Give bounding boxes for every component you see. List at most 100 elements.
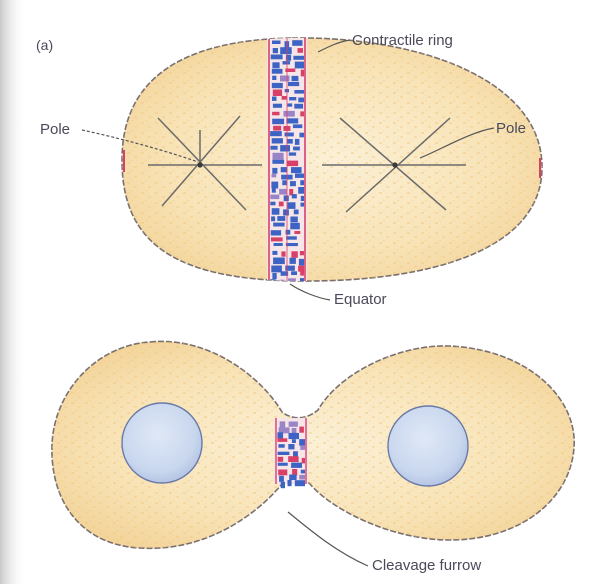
scan-edge-shadow: [0, 0, 26, 584]
label-equator: Equator: [334, 292, 387, 307]
filament-block: [272, 138, 283, 143]
filament-block: [289, 422, 298, 427]
filament-block: [272, 83, 283, 88]
filament-block: [277, 432, 283, 438]
filament-block: [289, 152, 296, 155]
filament-block: [300, 271, 304, 275]
filament-block: [289, 433, 300, 439]
filament-block: [294, 104, 303, 109]
filament-block: [284, 195, 289, 201]
filament-block: [292, 40, 302, 46]
filament-block: [271, 216, 275, 221]
filament-block: [277, 216, 285, 221]
filament-block: [293, 451, 298, 456]
filament-block: [287, 161, 298, 167]
filament-block: [281, 167, 288, 172]
filament-block: [286, 243, 298, 246]
filament-block: [272, 251, 277, 255]
filament-block: [286, 236, 297, 239]
filament-block: [278, 457, 284, 462]
filament-block: [271, 230, 281, 235]
filament-block: [293, 147, 300, 151]
filament-block: [290, 181, 296, 186]
filament-block: [298, 48, 304, 53]
filament-block: [301, 470, 305, 474]
leader-cleavage-furrow: [288, 512, 368, 566]
filament-block: [280, 76, 290, 82]
filament-block: [300, 445, 305, 450]
filament-block: [294, 210, 299, 215]
filament-block: [292, 194, 297, 198]
filament-block: [278, 463, 288, 466]
dividing-cell-early: [122, 36, 542, 285]
filament-block: [279, 202, 284, 207]
dividing-cell-furrowing: [52, 341, 574, 548]
filament-block: [302, 458, 305, 464]
filament-block: [288, 444, 294, 449]
filament-block: [272, 208, 280, 215]
filament-block: [271, 266, 282, 273]
filament-block: [271, 55, 283, 60]
filament-block: [301, 203, 305, 207]
filament-block: [279, 476, 284, 482]
filament-block: [292, 439, 296, 443]
filament-block: [272, 168, 277, 174]
filament-block: [293, 56, 304, 60]
filament-block: [286, 118, 298, 123]
filament-block: [299, 259, 304, 266]
filament-block: [292, 76, 299, 81]
filament-block: [283, 209, 289, 215]
label-pole-left: Pole: [40, 122, 70, 137]
filament-block: [272, 174, 277, 178]
filament-block: [288, 480, 292, 486]
filament-block: [272, 69, 283, 74]
filament-block: [290, 258, 296, 264]
right-daughter-nucleus: [388, 406, 468, 486]
filament-block: [272, 41, 281, 45]
filament-block: [295, 139, 300, 145]
filament-block: [300, 278, 304, 283]
filament-block: [278, 444, 284, 448]
filament-block: [270, 202, 275, 206]
filament-block: [273, 223, 284, 227]
filament-block: [300, 251, 304, 255]
filament-block: [298, 266, 304, 272]
filament-block: [272, 119, 284, 125]
left-daughter-nucleus: [122, 403, 202, 483]
filament-block: [280, 47, 292, 54]
panel-label: (a): [36, 38, 53, 52]
filament-block: [298, 187, 304, 194]
left-centrosome: [197, 162, 202, 167]
filament-block: [290, 223, 300, 230]
filament-block: [294, 90, 304, 94]
filament-block: [278, 452, 290, 455]
filament-block: [299, 427, 304, 433]
filament-block: [288, 456, 298, 462]
filament-block: [291, 271, 297, 275]
filament-block: [301, 70, 304, 77]
filament-block: [288, 82, 299, 86]
filament-block: [273, 90, 282, 97]
filament-block: [273, 104, 282, 108]
filament-block: [289, 475, 296, 481]
filament-block: [292, 428, 297, 434]
filament-block: [290, 217, 297, 223]
filament-block: [272, 62, 279, 68]
furrow-ring-cluster: [274, 418, 308, 488]
right-centrosome: [392, 162, 397, 167]
filament-block: [270, 146, 277, 150]
filament-block: [270, 131, 282, 136]
leader-equator: [290, 284, 330, 300]
contractile-ring-band: [267, 36, 307, 285]
filament-block: [283, 61, 291, 64]
filament-block: [288, 103, 293, 106]
filament-block: [272, 112, 279, 116]
filament-block: [291, 463, 302, 468]
filament-block: [282, 96, 287, 100]
filament-block: [299, 133, 304, 138]
label-cleavage-furrow: Cleavage furrow: [372, 558, 481, 573]
label-contractile-ring: Contractile ring: [352, 33, 453, 48]
filament-block: [272, 76, 276, 80]
